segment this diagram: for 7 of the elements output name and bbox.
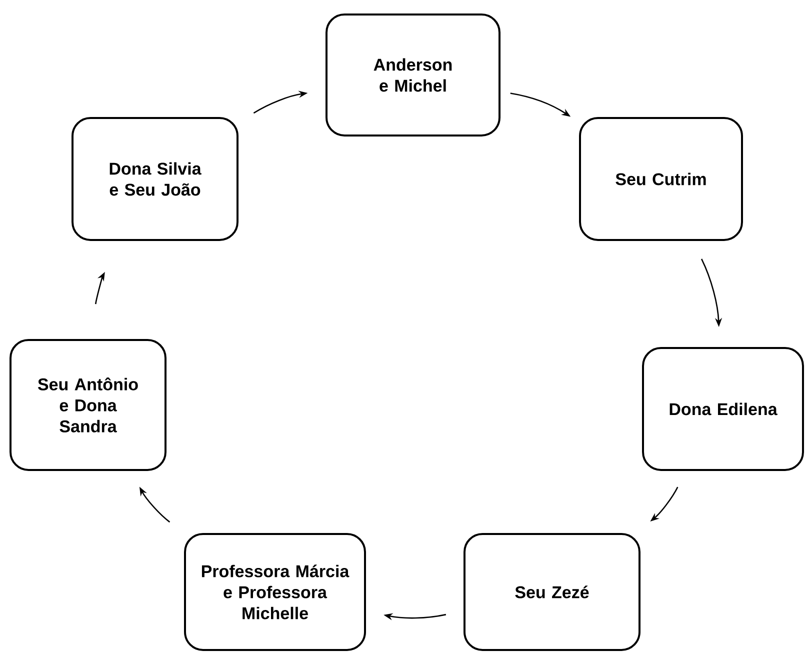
process-box: Professora Márcia e Professora Michelle — [184, 532, 366, 651]
process-box: Dona Silvia e Seu João — [72, 116, 238, 241]
process-box: Dona Edilena — [642, 346, 804, 471]
process-box: Anderson e Michel — [326, 13, 500, 136]
process-box: Seu Zezé — [464, 532, 640, 651]
process-box: Seu Cutrim — [579, 116, 743, 241]
process-box: Seu Antônio e Dona Sandra — [10, 338, 166, 471]
